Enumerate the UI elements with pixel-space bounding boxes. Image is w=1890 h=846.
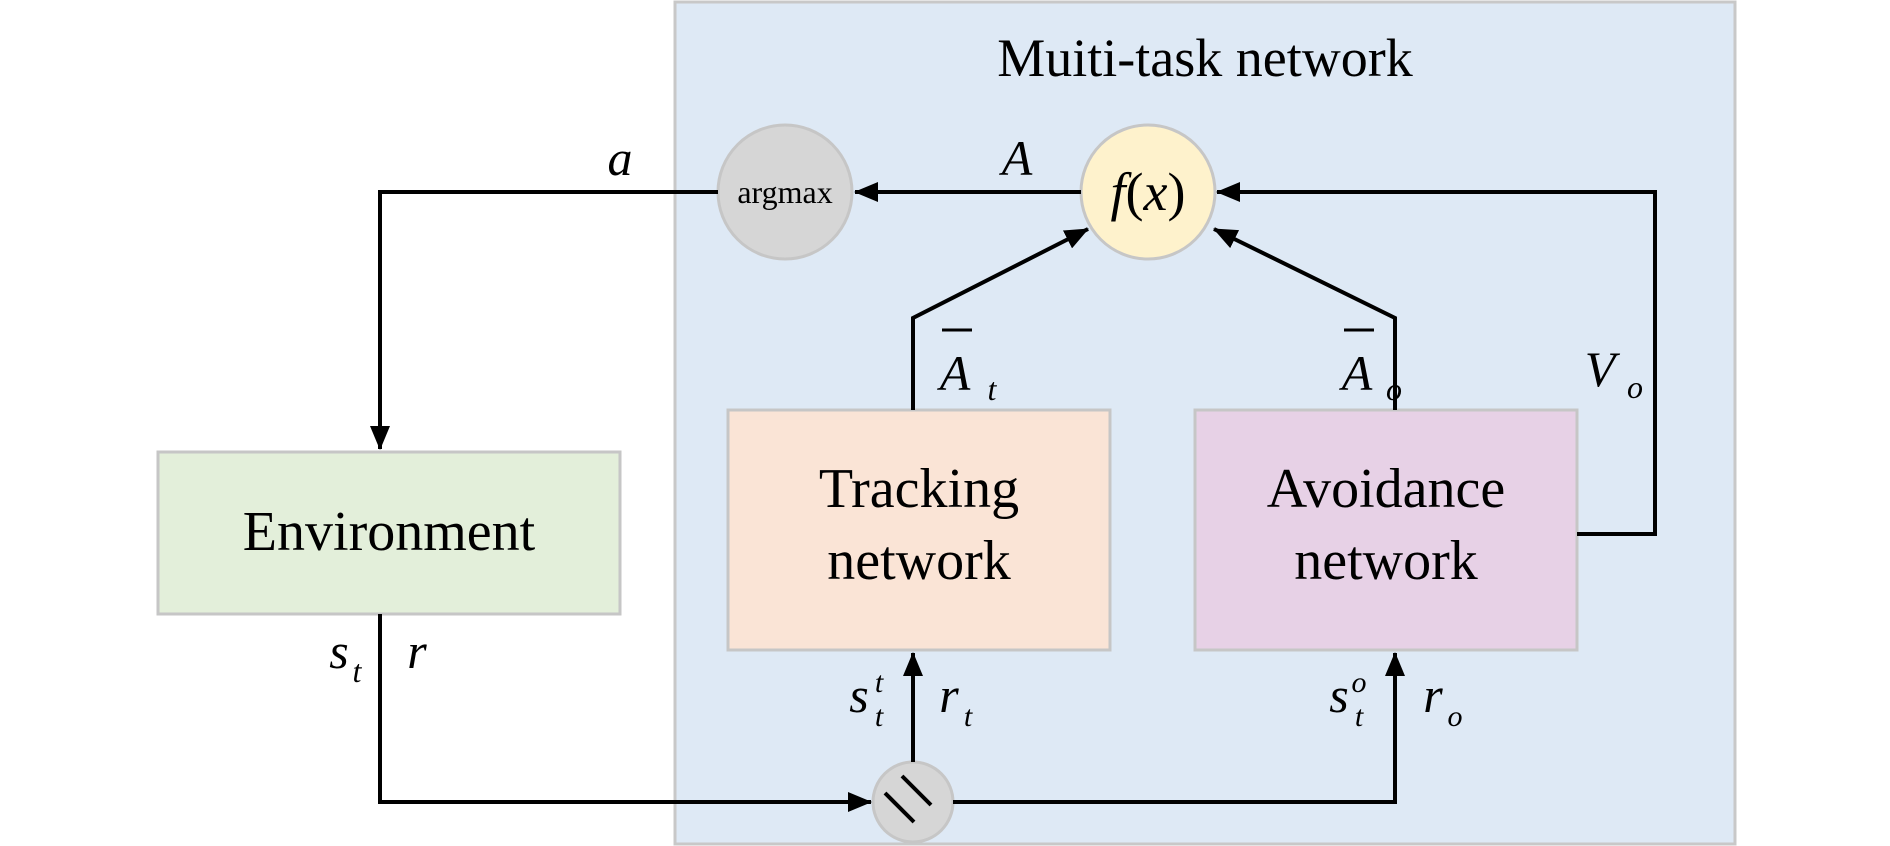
fx-x: x [1143, 162, 1168, 222]
label-s-t-t: s t t [849, 666, 884, 733]
arrow-tracking-to-fx [911, 227, 1089, 410]
arrow-argmax-to-environment [370, 190, 718, 450]
label-s-t-sub: t [353, 653, 363, 689]
label-Abar-t-base: A [937, 345, 971, 401]
label-r-o: r o [1423, 667, 1462, 733]
label-A: A [999, 130, 1033, 186]
label-r-t: r t [939, 667, 973, 733]
tracking-network-label-line2: network [827, 530, 1011, 592]
fx-label: f(x) [1111, 162, 1186, 222]
tracking-network-box [726, 408, 1112, 652]
label-r-t-base: r [939, 667, 959, 723]
tracking-network-label-line1: Tracking [819, 458, 1019, 520]
label-r-o-sub: o [1448, 700, 1463, 733]
label-s-t: s t [329, 623, 362, 689]
label-r-t-sub: t [964, 700, 973, 733]
label-Abar-t-sub: t [988, 371, 998, 407]
avoidance-network-label-line1: Avoidance [1267, 458, 1505, 520]
label-V-o-base: V [1585, 341, 1621, 397]
environment-box [156, 450, 622, 616]
label-Abar-t: A t [937, 328, 998, 407]
label-Abar-o: A o [1339, 328, 1402, 407]
arrow-concat-to-avoidance [953, 652, 1405, 804]
label-V-o: V o [1585, 341, 1643, 405]
arrow-avoidance-to-fx [1213, 227, 1397, 410]
label-s-t-t-sup: t [875, 666, 884, 699]
arrow-value-to-fx [1216, 182, 1657, 536]
label-a: a [608, 130, 633, 186]
label-s-t-o-sub: t [1355, 700, 1364, 733]
label-V-o-sub: o [1627, 369, 1643, 405]
label-Abar-o-sub: o [1386, 371, 1402, 407]
label-s-t-base: s [329, 623, 348, 679]
label-s-t-o: s o t [1329, 666, 1366, 733]
argmax-label: argmax [737, 174, 832, 210]
label-s-t-o-base: s [1329, 667, 1348, 723]
avoidance-network-box [1193, 408, 1579, 652]
avoidance-network-label-line2: network [1294, 530, 1478, 592]
label-r-o-base: r [1423, 667, 1443, 723]
label-r: r [407, 623, 427, 679]
concat-icon [883, 774, 933, 824]
label-s-t-o-sup: o [1352, 666, 1367, 699]
fx-close: ) [1167, 162, 1185, 222]
arrow-environment-to-concat [378, 614, 872, 812]
panel-title: Muiti-task network [997, 28, 1412, 88]
label-s-t-t-sub: t [875, 700, 884, 733]
fx-open: ( [1126, 162, 1144, 222]
concat-node [871, 760, 955, 844]
label-Abar-o-base: A [1339, 345, 1373, 401]
label-s-t-t-base: s [849, 667, 868, 723]
environment-label: Environment [243, 501, 536, 563]
